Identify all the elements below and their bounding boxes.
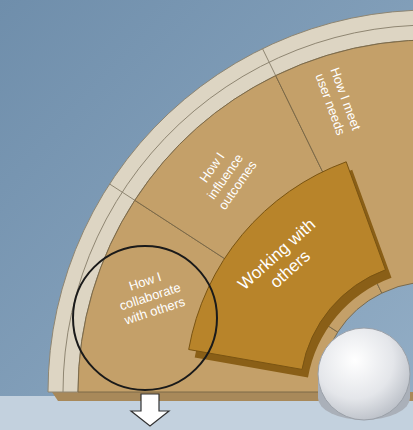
hub-cylinder [318,328,410,420]
ring-divider [110,184,135,200]
ring-divider [263,49,276,76]
down-arrow [131,394,169,426]
highlight-circle [73,246,217,390]
